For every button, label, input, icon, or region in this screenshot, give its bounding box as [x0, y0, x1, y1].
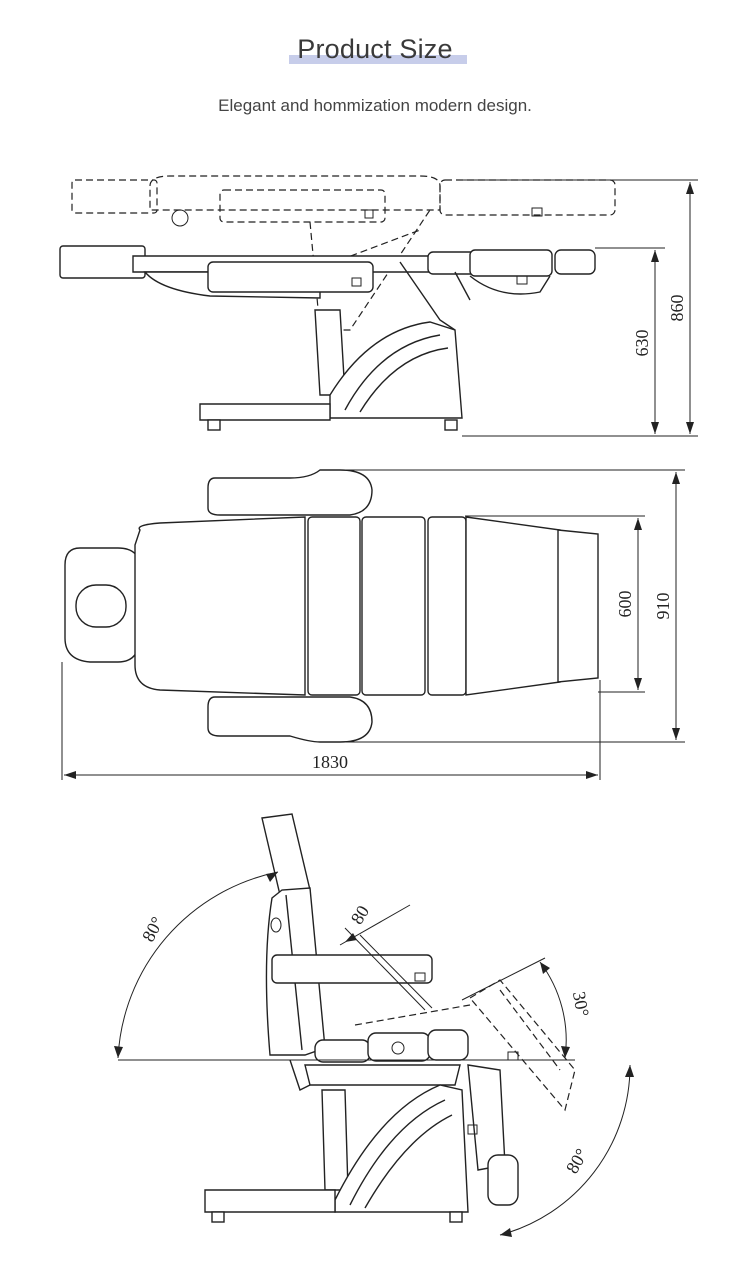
page-header: Product Size	[0, 34, 750, 65]
page-subtitle: Elegant and hommization modern design.	[218, 96, 532, 115]
height-high-label: 860	[667, 295, 687, 322]
length-label: 1830	[312, 752, 348, 772]
width-inner-label: 600	[615, 591, 635, 618]
recline-view-drawing: 80° 30° 80° 80	[114, 813, 634, 1237]
width-outer-label: 910	[653, 593, 673, 620]
side-view-dimensions: 630 860	[460, 179, 698, 437]
leg-down-angle-label: 80°	[562, 1145, 592, 1177]
top-view-drawing: 600 910 1830	[61, 469, 685, 780]
height-low-label: 630	[632, 330, 652, 357]
side-view-flat-chair	[59, 245, 596, 431]
page-title: Product Size	[289, 34, 467, 65]
side-view-drawing: 630 860	[59, 175, 698, 437]
page-title-text: Product Size	[297, 34, 453, 64]
back-angle-label: 80°	[138, 913, 167, 945]
arm-width-label: 80	[347, 902, 373, 928]
leg-up-angle-label: 30°	[569, 990, 593, 1018]
top-view-dimensions: 600 910 1830	[61, 469, 685, 780]
